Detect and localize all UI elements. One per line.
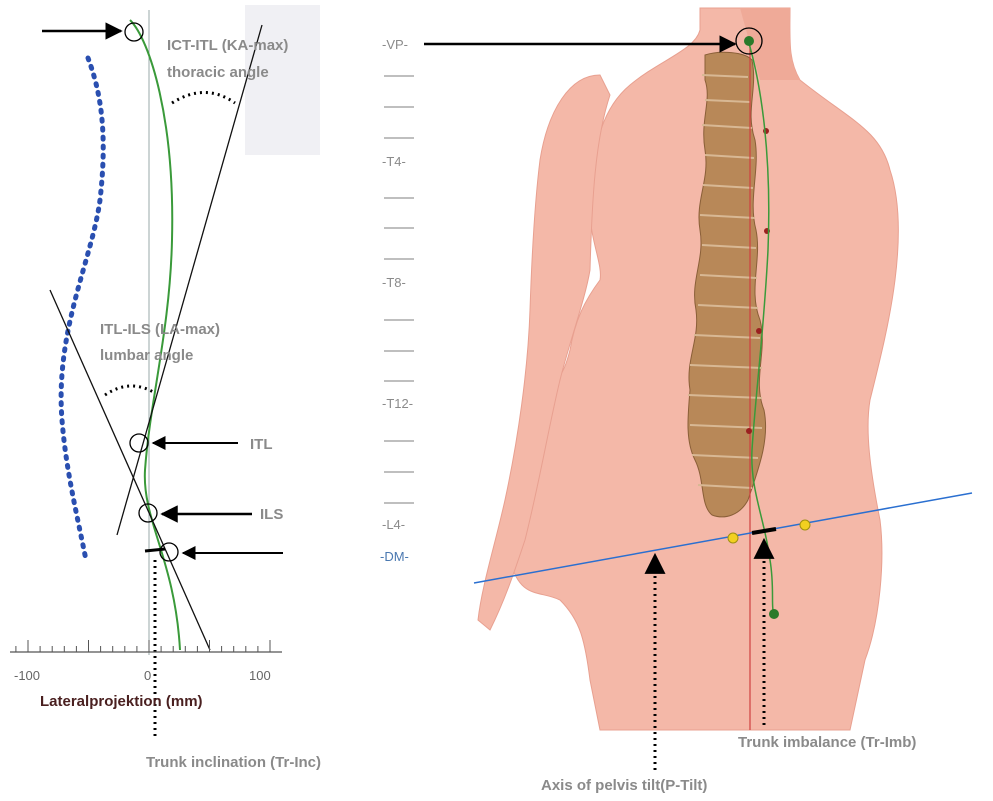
itl-marker <box>130 434 148 452</box>
level-l4: -L4- <box>382 517 405 532</box>
blue-dotted-curve <box>61 58 103 560</box>
trunk-inclination-label: Trunk inclination (Tr-Inc) <box>146 754 321 771</box>
thoracic-label-line1: ICT-ITL (KA-max) <box>167 37 288 54</box>
x-tick-label: 0 <box>144 668 151 683</box>
lumbar-label-line1: ITL-ILS (LA-max) <box>100 321 220 338</box>
x-axis: -100 0 100 <box>10 640 282 683</box>
thoracic-angle-arc <box>172 93 235 104</box>
vp-dot <box>744 36 754 46</box>
level-vp: -VP- <box>382 37 408 52</box>
pelvis-right-marker <box>800 520 810 530</box>
x-tick-label: -100 <box>14 668 40 683</box>
ils-label: ILS <box>260 506 283 523</box>
lateral-projection-panel: ICT-ITL (KA-max) thoracic angle ITL-ILS … <box>10 5 321 771</box>
level-dm: -DM- <box>380 549 409 564</box>
trunk-imbalance-label: Trunk imbalance (Tr-Imb) <box>738 734 916 751</box>
vertebra-level-scale: -VP- -T4- -T8- -T12- -L4- -DM- <box>380 37 414 564</box>
lumbar-angle-arc <box>105 386 155 395</box>
pelvis-left-marker <box>728 533 738 543</box>
level-t12: -T12- <box>382 396 413 411</box>
itl-label: ITL <box>250 436 273 453</box>
lumbar-tangent-line <box>50 290 210 650</box>
inclination-offset-bar <box>145 549 165 551</box>
x-axis-label: Lateralprojektion (mm) <box>40 693 203 710</box>
torso-panel: Trunk imbalance (Tr-Imb) Axis of pelvis … <box>424 8 972 794</box>
lumbar-label-line2: lumbar angle <box>100 347 193 364</box>
thoracic-tangent-line <box>117 25 262 535</box>
level-t4: -T4- <box>382 154 406 169</box>
level-t8: -T8- <box>382 275 406 290</box>
sacrum-dot <box>769 609 779 619</box>
pelvis-tilt-label: Axis of pelvis tilt(P-Tilt) <box>541 777 707 794</box>
thoracic-label-line2: thoracic angle <box>167 64 269 81</box>
x-tick-label: 100 <box>249 668 271 683</box>
